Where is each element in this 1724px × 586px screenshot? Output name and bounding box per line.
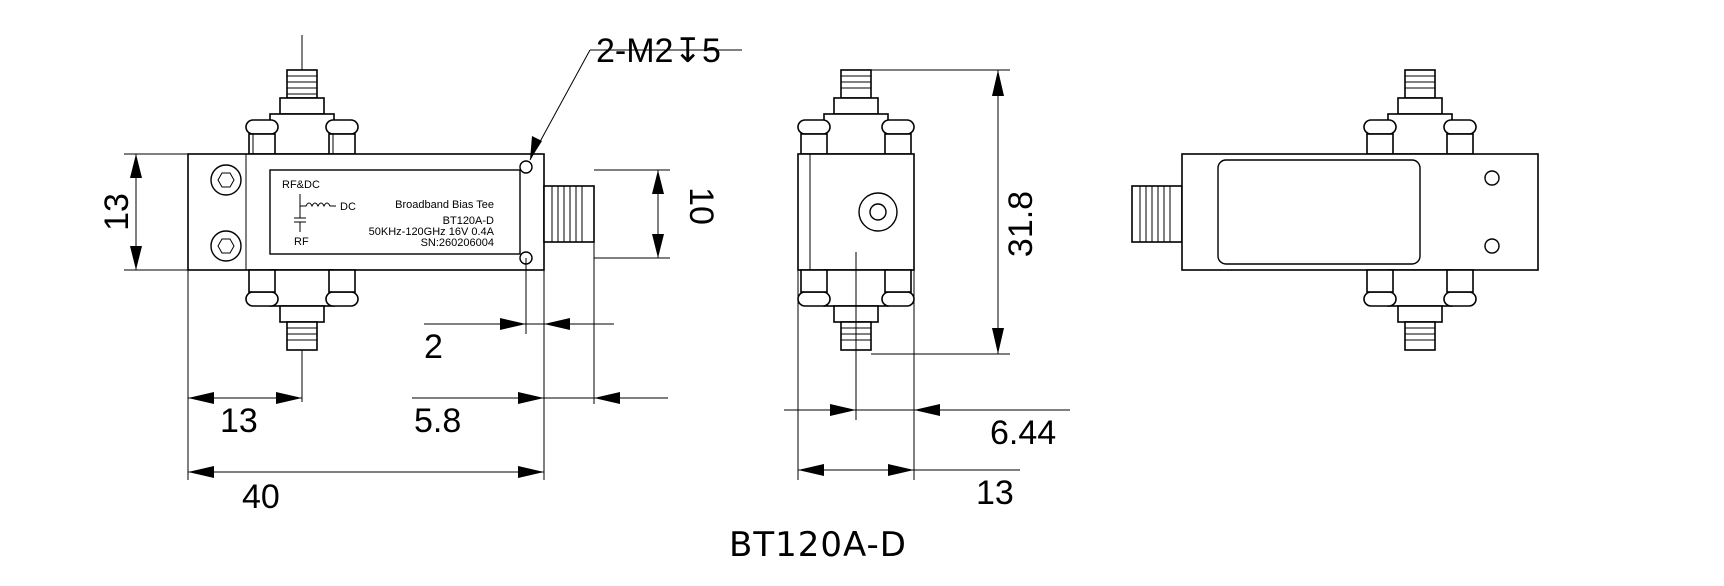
back-hole-top [1484,170,1500,186]
front-body [187,153,545,271]
dim-port-height-value: 10 [682,187,720,225]
dim-side-width-value: 13 [976,474,1014,512]
dim-side-offset: 6.44 [784,270,1070,480]
dim-port-height: 10 [594,169,720,259]
dim-center-offset-value: 13 [220,402,258,440]
dim-body-length: 40 [188,466,544,516]
back-bottom-connector [1363,269,1477,351]
dim-hole-offset-value: 2 [424,328,443,366]
callout-text: 2-M2↧5 [596,32,721,70]
dim-center-offset: 13 [187,270,302,480]
side-top-connector [797,69,915,155]
dim-side-width: 13 [797,270,1020,512]
callout-leader: 2-M2↧5 [529,32,742,161]
dim-hole-offset: 2 [424,258,614,366]
side-port-inner [869,203,887,221]
front-top-connector [245,35,359,155]
label-serial: SN:260206004 [421,237,494,249]
model-title: BT120A-D [729,525,907,565]
side-view: 31.8 6.44 13 [784,69,1070,512]
front-hex-screws [210,164,242,262]
dim-height-left-value: 13 [98,193,136,231]
label-spec: 50KHz-120GHz 16V 0.4A [369,226,495,238]
label-port-rf: RF [294,236,309,248]
back-top-connector [1363,69,1477,155]
label-port-dc: DC [340,201,356,213]
mount-hole-top [519,160,533,174]
dim-height-left: 13 [98,153,188,271]
dim-connector-len-value: 5.8 [414,402,461,440]
dim-total-height-value: 31.8 [1002,191,1040,257]
back-hole-bottom [1484,238,1500,254]
back-view [1131,69,1539,351]
front-view: RF&DC DC RF Broadband Bias Tee BT120A-D … [98,32,742,516]
front-bottom-connector [245,269,359,402]
back-body [1181,153,1539,271]
dim-body-length-value: 40 [242,478,280,516]
dim-side-offset-value: 6.44 [990,414,1056,452]
back-recess [1217,159,1421,265]
dim-connector-len: 5.8 [412,242,668,480]
side-port-outer [858,192,898,232]
back-side-connector [1131,185,1183,243]
label-model: BT120A-D [443,215,494,227]
label-product: Broadband Bias Tee [395,199,494,211]
dim-total-height: 31.8 [871,69,1040,355]
label-port-rfdc: RF&DC [282,179,320,191]
front-label-plate: RF&DC DC RF Broadband Bias Tee BT120A-D … [269,169,521,255]
front-side-connector [543,185,595,243]
